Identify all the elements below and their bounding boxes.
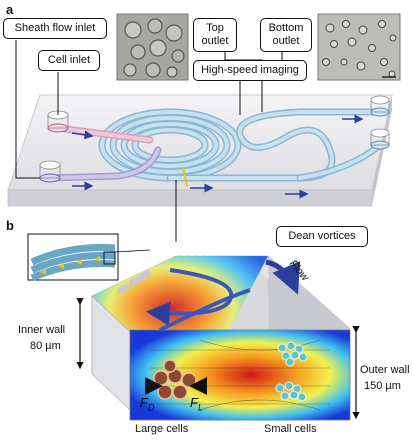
high-speed-imaging-callout: High-speed imaging	[193, 60, 307, 81]
panel-a-label: a	[6, 2, 14, 17]
lift-force-subscript: L	[197, 402, 203, 413]
bottom-outlet-line2: outlet	[272, 35, 300, 47]
small-cells-cluster-top	[277, 341, 308, 367]
drag-force-symbol: F	[140, 395, 148, 410]
small-cells-label: Small cells	[264, 423, 317, 435]
drag-force-label: FD	[140, 396, 154, 415]
small-cells-cluster-bottom	[275, 381, 307, 402]
top-outlet-callout: Top outlet	[193, 18, 237, 52]
ports	[39, 95, 390, 183]
outer-wall-size: 150 µm	[364, 380, 401, 392]
large-cells-micrograph	[116, 13, 189, 81]
panel-b-label: b	[6, 218, 14, 233]
lift-force-label: FL	[190, 396, 203, 415]
inlet-channels	[46, 124, 162, 182]
top-outlet-line1: Top	[206, 22, 224, 34]
sheath-flow-inlet-callout: Sheath flow inlet	[3, 18, 107, 39]
dean-vortices-callout: Dean vortices	[276, 226, 368, 247]
lift-force-symbol: F	[190, 395, 198, 410]
top-outlet-line2: outlet	[201, 35, 229, 47]
large-cells-label: Large cells	[135, 423, 189, 435]
inner-wall-label: Inner wall	[18, 324, 66, 336]
chip-flow-arrows	[71, 114, 364, 199]
outer-wall-label: Outer wall	[360, 364, 410, 376]
drag-force-subscript: D	[147, 402, 155, 413]
cell-inlet-callout: Cell inlet	[38, 50, 100, 71]
bottom-outlet-callout: Bottom outlet	[260, 18, 312, 52]
channel-inset	[27, 233, 151, 282]
cross-section-block	[91, 249, 351, 421]
microfluidic-chip	[7, 94, 393, 207]
dimension-arrows	[76, 298, 360, 420]
small-cells-micrograph	[317, 13, 401, 81]
cross-section-marker	[182, 166, 188, 187]
bottom-outlet-line1: Bottom	[268, 22, 304, 34]
inner-wall-size: 80 µm	[30, 340, 61, 352]
outlet-channels	[166, 108, 384, 182]
